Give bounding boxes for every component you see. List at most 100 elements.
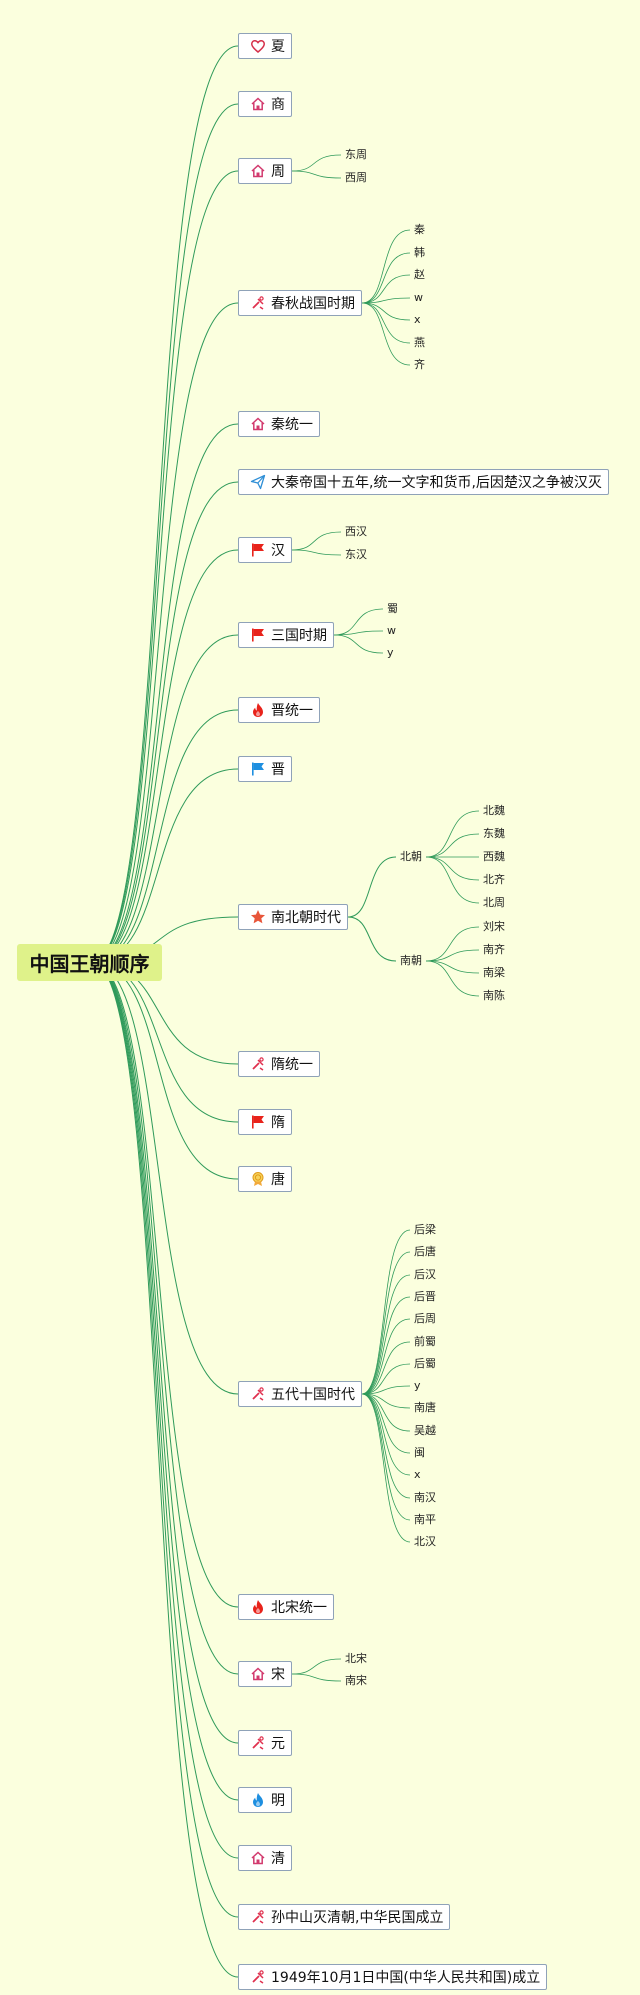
connector-line <box>361 252 411 304</box>
topic-node[interactable]: 晋统一 <box>238 697 320 723</box>
leaf-topic[interactable]: w <box>387 624 396 637</box>
root-topic[interactable]: 中国王朝顺序 <box>17 944 162 981</box>
heart-icon <box>250 38 266 54</box>
leaf-topic[interactable]: 后晋 <box>414 1290 436 1303</box>
topic-node[interactable]: 三国时期 <box>238 622 334 648</box>
topic-node[interactable]: 大秦帝国十五年,统一文字和货币,后因楚汉之争被汉灭 <box>238 469 609 495</box>
connector-line <box>91 961 239 1675</box>
topic-node[interactable]: 商 <box>238 91 292 117</box>
topic-node[interactable]: 唐 <box>238 1166 292 1192</box>
leaf-topic[interactable]: x <box>414 313 421 326</box>
connector-line <box>361 1393 411 1543</box>
connector-line <box>361 1296 411 1395</box>
topic-node[interactable]: 春秋战国时期 <box>238 290 362 316</box>
leaf-topic[interactable]: 南汉 <box>414 1491 436 1504</box>
connector-line <box>361 1274 411 1395</box>
leaf-topic[interactable]: 北魏 <box>483 804 505 817</box>
leaf-topic[interactable]: 秦 <box>414 223 425 236</box>
leaf-topic[interactable]: 南陈 <box>483 989 505 1002</box>
topic-node[interactable]: 五代十国时代 <box>238 1381 362 1407</box>
leaf-topic[interactable]: w <box>414 291 423 304</box>
topic-node[interactable]: 宋 <box>238 1661 292 1687</box>
red-flag-icon <box>250 1114 266 1130</box>
leaf-topic[interactable]: 吴越 <box>414 1424 436 1437</box>
topic-node[interactable]: 周 <box>238 158 292 184</box>
connector-line <box>347 856 397 918</box>
leaf-topic[interactable]: y <box>414 1379 421 1392</box>
leaf-topic[interactable]: 后唐 <box>414 1245 436 1258</box>
topic-label: 五代十国时代 <box>271 1387 355 1403</box>
star-icon <box>250 909 266 925</box>
leaf-topic[interactable]: 刘宋 <box>483 920 505 933</box>
topic-node[interactable]: 清 <box>238 1845 292 1871</box>
connector-line <box>91 423 239 963</box>
topic-label: 晋 <box>271 762 285 778</box>
connector-line <box>91 45 239 963</box>
topic-node[interactable]: 晋 <box>238 756 292 782</box>
leaf-topic[interactable]: 东周 <box>345 148 367 161</box>
leaf-topic[interactable]: 闽 <box>414 1446 425 1459</box>
topic-label: 汉 <box>271 543 285 559</box>
leaf-topic[interactable]: 东魏 <box>483 827 505 840</box>
topic-label: 大秦帝国十五年,统一文字和货币,后因楚汉之争被汉灭 <box>271 475 602 491</box>
connector-line <box>91 709 239 963</box>
leaf-topic[interactable]: 南齐 <box>483 943 505 956</box>
connector-line <box>361 297 411 304</box>
connector-line <box>361 1251 411 1395</box>
leaf-topic[interactable]: 后蜀 <box>414 1357 436 1370</box>
connector-line <box>361 1393 411 1409</box>
home-icon <box>250 163 266 179</box>
leaf-topic[interactable]: 蜀 <box>387 602 398 615</box>
leaf-topic[interactable]: 齐 <box>414 358 425 371</box>
connector-line <box>361 229 411 304</box>
sub-topic-label[interactable]: 南朝 <box>400 954 422 967</box>
leaf-topic[interactable]: 赵 <box>414 268 425 281</box>
leaf-topic[interactable]: 南平 <box>414 1513 436 1526</box>
leaf-topic[interactable]: 后周 <box>414 1312 436 1325</box>
connector-line <box>425 856 480 904</box>
topic-label: 元 <box>271 1736 285 1752</box>
leaf-topic[interactable]: x <box>414 1468 421 1481</box>
connector-line <box>361 1393 411 1476</box>
topic-node[interactable]: 1949年10月1日中国(中华人民共和国)成立 <box>238 1964 548 1990</box>
leaf-topic[interactable]: 燕 <box>414 336 425 349</box>
leaf-topic[interactable]: 北宋 <box>345 1652 367 1665</box>
leaf-topic[interactable]: 西魏 <box>483 850 505 863</box>
leaf-topic[interactable]: 北汉 <box>414 1535 436 1548</box>
leaf-topic[interactable]: 北周 <box>483 896 505 909</box>
leaf-topic[interactable]: 前蜀 <box>414 1335 436 1348</box>
topic-node[interactable]: 南北朝时代 <box>238 904 348 930</box>
leaf-topic[interactable]: 西周 <box>345 171 367 184</box>
leaf-topic[interactable]: 东汉 <box>345 548 367 561</box>
connector-line <box>291 531 342 551</box>
connector-line <box>361 302 411 366</box>
tools-icon <box>250 1735 266 1751</box>
topic-node[interactable]: 隋统一 <box>238 1051 320 1077</box>
leaf-topic[interactable]: 南梁 <box>483 966 505 979</box>
connector-line <box>333 630 384 636</box>
connector-line <box>425 833 480 858</box>
leaf-topic[interactable]: 韩 <box>414 246 425 259</box>
topic-node[interactable]: 夏 <box>238 33 292 59</box>
blue-flag-icon <box>250 761 266 777</box>
leaf-topic[interactable]: 南宋 <box>345 1674 367 1687</box>
topic-node[interactable]: 秦统一 <box>238 411 320 437</box>
leaf-topic[interactable]: 后汉 <box>414 1268 436 1281</box>
topic-node[interactable]: 明 <box>238 1787 292 1813</box>
topic-node[interactable]: 隋 <box>238 1109 292 1135</box>
sub-topic-label[interactable]: 北朝 <box>400 850 422 863</box>
leaf-topic[interactable]: 北齐 <box>483 873 505 886</box>
leaf-topic[interactable]: y <box>387 646 394 659</box>
connector-line <box>91 481 239 963</box>
connector-line <box>361 1385 411 1395</box>
connector-line <box>91 961 239 1918</box>
topic-node[interactable]: 孙中山灭清朝,中华民国成立 <box>238 1904 451 1930</box>
connector-line <box>91 961 239 1744</box>
topic-node[interactable]: 北宋统一 <box>238 1594 334 1620</box>
topic-node[interactable]: 元 <box>238 1730 292 1756</box>
leaf-topic[interactable]: 南唐 <box>414 1401 436 1414</box>
leaf-topic[interactable]: 后梁 <box>414 1223 436 1236</box>
leaf-topic[interactable]: 西汉 <box>345 525 367 538</box>
topic-node[interactable]: 汉 <box>238 537 292 563</box>
